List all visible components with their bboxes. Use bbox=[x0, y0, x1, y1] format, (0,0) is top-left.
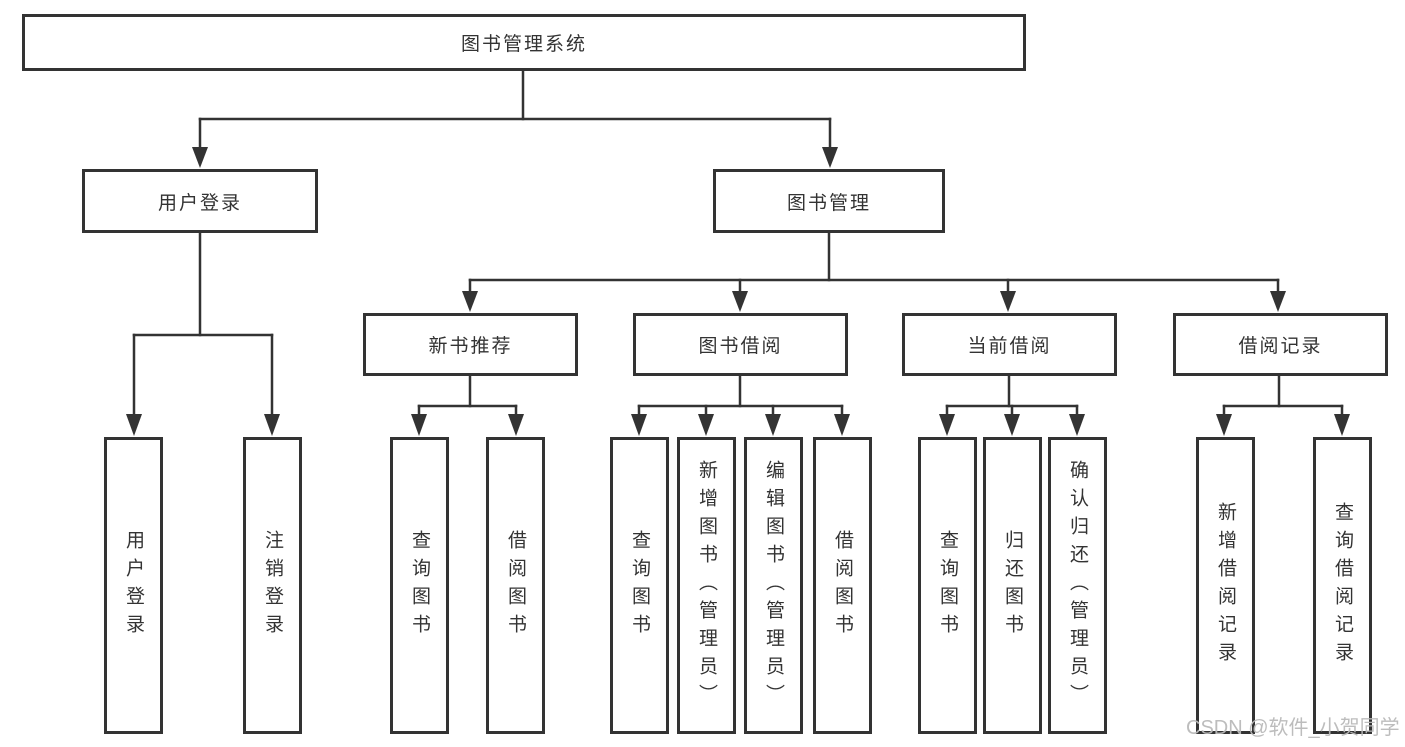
node-label: 确认归还（管理员） bbox=[1067, 459, 1088, 712]
leaf-confirm-return-admin: 确认归还（管理员） bbox=[1048, 437, 1107, 734]
leaf-query-books-recommend: 查询图书 bbox=[390, 437, 449, 734]
node-label: 注销登录 bbox=[262, 529, 283, 642]
node-label: 查询图书 bbox=[937, 529, 958, 642]
node-label: 查询图书 bbox=[629, 529, 650, 642]
node-book-management: 图书管理 bbox=[713, 169, 945, 233]
node-label: 新增借阅记录 bbox=[1215, 501, 1236, 670]
node-book-borrow: 图书借阅 bbox=[633, 313, 848, 376]
node-new-book-recommend: 新书推荐 bbox=[363, 313, 578, 376]
leaf-query-books-borrow: 查询图书 bbox=[610, 437, 669, 734]
node-label: 用户登录 bbox=[123, 529, 144, 642]
node-label: 归还图书 bbox=[1002, 529, 1023, 642]
node-label: 新增图书（管理员） bbox=[696, 459, 717, 712]
node-label: 图书管理系统 bbox=[460, 34, 587, 55]
leaf-add-books-admin: 新增图书（管理员） bbox=[677, 437, 736, 734]
node-label: 借阅图书 bbox=[832, 529, 853, 642]
node-library-management-system: 图书管理系统 bbox=[22, 14, 1026, 71]
node-label: 借阅图书 bbox=[505, 529, 526, 642]
node-label: 编辑图书（管理员） bbox=[763, 459, 784, 712]
node-label: 图书借阅 bbox=[698, 336, 783, 357]
node-user-login: 用户登录 bbox=[82, 169, 318, 233]
leaf-edit-books-admin: 编辑图书（管理员） bbox=[744, 437, 803, 734]
leaf-add-borrow-record: 新增借阅记录 bbox=[1196, 437, 1255, 734]
leaf-borrow-books: 借阅图书 bbox=[813, 437, 872, 734]
arrowheads bbox=[126, 147, 1350, 436]
node-label: 借阅记录 bbox=[1238, 336, 1323, 357]
node-borrow-records: 借阅记录 bbox=[1173, 313, 1388, 376]
leaf-borrow-books-recommend: 借阅图书 bbox=[486, 437, 545, 734]
leaf-logout: 注销登录 bbox=[243, 437, 302, 734]
csdn-watermark: CSDN @软件_小贺同学 bbox=[1186, 717, 1400, 739]
node-label: 查询借阅记录 bbox=[1332, 501, 1353, 670]
node-label: 新书推荐 bbox=[428, 336, 513, 357]
node-label: 查询图书 bbox=[409, 529, 430, 642]
node-label: 用户登录 bbox=[157, 192, 242, 214]
node-current-borrow: 当前借阅 bbox=[902, 313, 1117, 376]
node-label: 当前借阅 bbox=[967, 336, 1052, 357]
node-label: 图书管理 bbox=[786, 192, 871, 214]
leaf-user-login: 用户登录 bbox=[104, 437, 163, 734]
leaf-query-borrow-record: 查询借阅记录 bbox=[1313, 437, 1372, 734]
leaf-return-books: 归还图书 bbox=[983, 437, 1042, 734]
leaf-query-books-current: 查询图书 bbox=[918, 437, 977, 734]
